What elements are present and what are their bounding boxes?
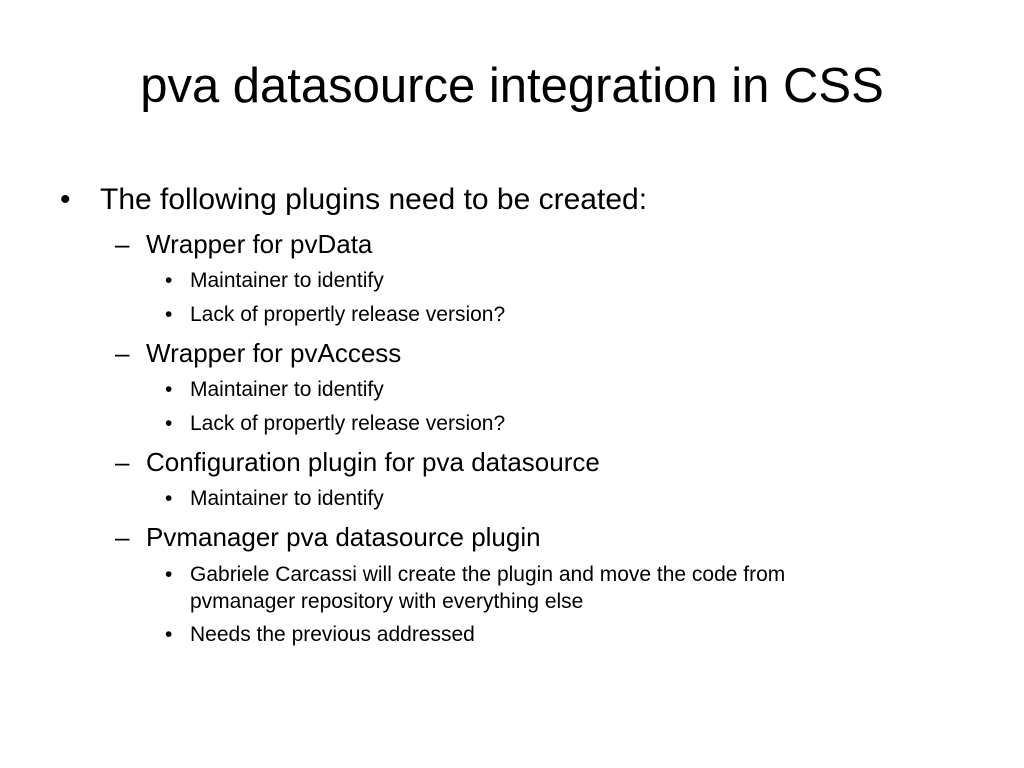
- bullet-plugins-needed: • The following plugins need to be creat…: [60, 183, 648, 216]
- detail-marker: •: [165, 563, 173, 586]
- detail-marker: •: [165, 412, 173, 435]
- detail-text: Lack of propertly release version?: [190, 303, 506, 326]
- detail-bullet: • Lack of propertly release version?: [165, 411, 506, 437]
- detail-marker: •: [165, 378, 173, 401]
- dash-marker: –: [115, 447, 130, 477]
- detail-text: Gabriele Carcassi will create the plugin…: [190, 563, 786, 586]
- sub-bullet-configuration-plugin: – Configuration plugin for pva datasourc…: [115, 447, 600, 477]
- dash-marker: –: [115, 229, 130, 259]
- slide-title: pva datasource integration in CSS: [140, 59, 884, 113]
- detail-bullet: • Lack of propertly release version?: [165, 302, 506, 328]
- dash-marker: –: [115, 522, 130, 552]
- detail-bullet: • Gabriele Carcassi will create the plug…: [165, 562, 786, 588]
- detail-text: Lack of propertly release version?: [190, 412, 506, 435]
- dash-marker: –: [115, 338, 130, 368]
- detail-marker: •: [165, 487, 173, 510]
- detail-marker: •: [165, 303, 173, 326]
- sub-bullet-text: Pvmanager pva datasource plugin: [146, 522, 541, 552]
- detail-text: pvmanager repository with everything els…: [190, 590, 584, 613]
- detail-bullet: • Maintainer to identify: [165, 268, 384, 294]
- detail-text: Maintainer to identify: [190, 378, 384, 401]
- sub-bullet-wrapper-pvaccess: – Wrapper for pvAccess: [115, 338, 402, 368]
- detail-bullet: • Needs the previous addressed: [165, 622, 475, 648]
- detail-marker: •: [165, 623, 173, 646]
- detail-bullet: • Maintainer to identify: [165, 486, 384, 512]
- detail-bullet: • Maintainer to identify: [165, 377, 384, 403]
- sub-bullet-text: Wrapper for pvAccess: [146, 338, 402, 368]
- bullet-text: The following plugins need to be created…: [100, 183, 648, 216]
- sub-bullet-wrapper-pvdata: – Wrapper for pvData: [115, 229, 373, 259]
- sub-bullet-text: Wrapper for pvData: [146, 229, 373, 259]
- detail-text: Maintainer to identify: [190, 269, 384, 292]
- detail-text: Needs the previous addressed: [190, 623, 475, 646]
- sub-bullet-text: Configuration plugin for pva datasource: [146, 447, 600, 477]
- bullet-marker: •: [60, 183, 71, 216]
- detail-text: Maintainer to identify: [190, 487, 384, 510]
- sub-bullet-pvmanager-plugin: – Pvmanager pva datasource plugin: [115, 522, 541, 552]
- detail-continuation: pvmanager repository with everything els…: [190, 589, 583, 615]
- detail-marker: •: [165, 269, 173, 292]
